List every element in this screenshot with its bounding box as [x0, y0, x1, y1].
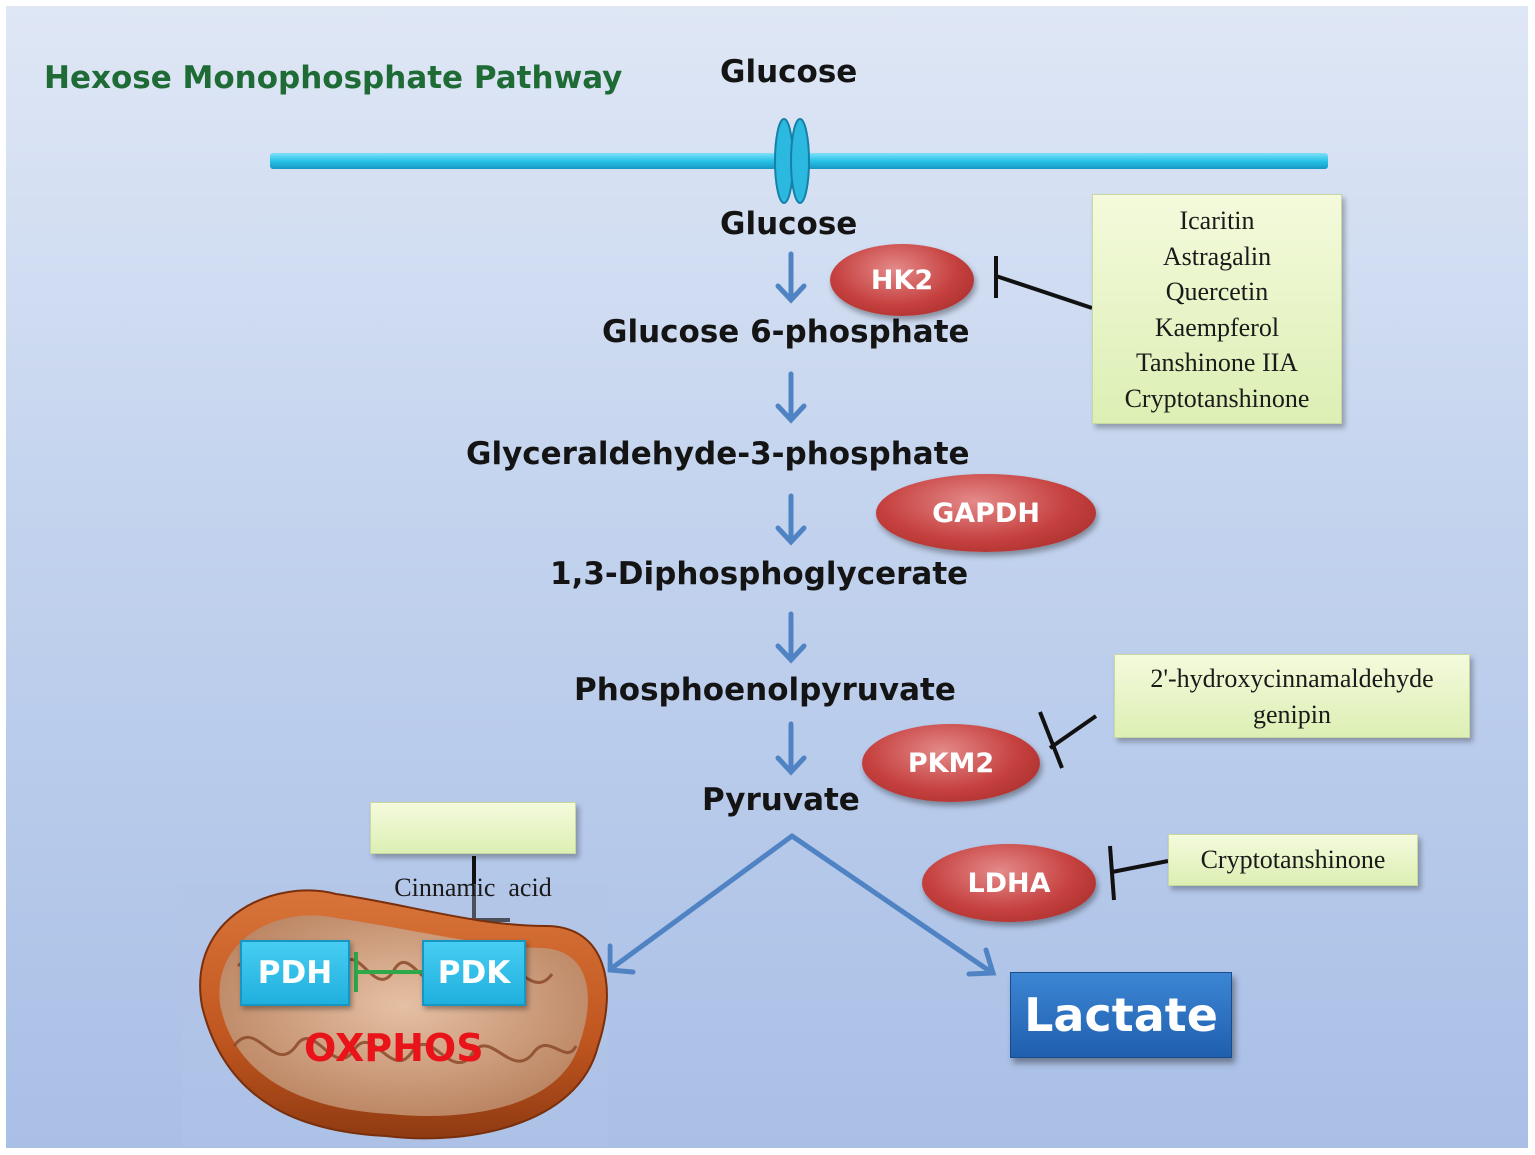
- arrow-bpg-to-pep: [775, 611, 807, 664]
- branch-arrows: [607, 833, 997, 977]
- arrow-glucose-to-g6p: [775, 251, 807, 304]
- inhibitor-label: Cryptotanshinone: [1124, 383, 1310, 413]
- enzyme-pkm2: PKM2: [862, 724, 1040, 802]
- oxphos-label: OXPHOS: [304, 1026, 484, 1070]
- pdk-inhibits-pdh: [354, 952, 422, 992]
- metabolite-glucose-extracellular: Glucose: [720, 54, 858, 90]
- enzyme-gapdh: GAPDH: [876, 474, 1096, 552]
- pdk-inhibitors-box: Cinnamic acid: [370, 802, 576, 902]
- ldha-inhibitors-box: Cryptotanshinone: [1168, 834, 1418, 886]
- hk2-inhibition-line: [994, 256, 1093, 310]
- inhibitor-label: Icaritin: [1179, 206, 1255, 235]
- enzyme-ldha: LDHA: [922, 844, 1096, 922]
- inhibitor-label: Quercetin: [1165, 277, 1269, 307]
- metabolite-phosphoenolpyruvate: Phosphoenolpyruvate: [574, 672, 956, 708]
- arrow-gap-to-bpg: [775, 493, 807, 546]
- pkm2-inhibition-line: [1038, 711, 1098, 769]
- arrow-g6p-to-gap: [775, 371, 807, 424]
- enzyme-pdk: PDK: [422, 940, 526, 1006]
- metabolite-glyceraldehyde-3-phosphate: Glyceraldehyde-3-phosphate: [466, 436, 970, 472]
- hk2-inhibitors-box: Icaritin Astragalin Quercetin Kaempferol…: [1092, 194, 1342, 424]
- inhibitor-label: 2'-hydroxycinnamaldehyde: [1150, 664, 1434, 693]
- arrow-pyruvate-to-mitochondrion: [607, 833, 795, 975]
- enzyme-pdh: PDH: [240, 940, 350, 1006]
- inhibitor-label: Kaempferol: [1154, 312, 1280, 342]
- ldha-inhibition-line: [1108, 845, 1169, 901]
- pkm2-inhibitors-box: 2'-hydroxycinnamaldehyde genipin: [1114, 654, 1470, 738]
- metabolite-glucose-intracellular: Glucose: [720, 206, 858, 242]
- pathway-diagram: Hexose Monophosphate Pathway Glucose Glu…: [6, 6, 1528, 1148]
- inhibitor-label: Tanshinone IIA: [1135, 348, 1299, 378]
- inhibitor-label: genipin: [1253, 699, 1331, 729]
- pathway-title: Hexose Monophosphate Pathway: [44, 60, 623, 96]
- arrow-pep-to-pyruvate: [775, 721, 807, 776]
- inhibitor-label: Cryptotanshinone: [1200, 845, 1386, 874]
- arrow-pyruvate-to-lactate: [789, 833, 997, 977]
- inhibitor-label: Astragalin: [1162, 241, 1272, 271]
- enzyme-hk2: HK2: [830, 244, 974, 316]
- metabolite-pyruvate: Pyruvate: [702, 782, 860, 818]
- glucose-transporter-icon: [774, 118, 810, 204]
- pathway-arrows: [775, 251, 807, 776]
- metabolite-glucose-6-phosphate: Glucose 6-phosphate: [602, 314, 970, 350]
- metabolite-1-3-diphosphoglycerate: 1,3-Diphosphoglycerate: [550, 556, 969, 592]
- inhibitor-label: Cinnamic acid: [394, 873, 552, 902]
- metabolite-lactate: Lactate: [1010, 972, 1232, 1058]
